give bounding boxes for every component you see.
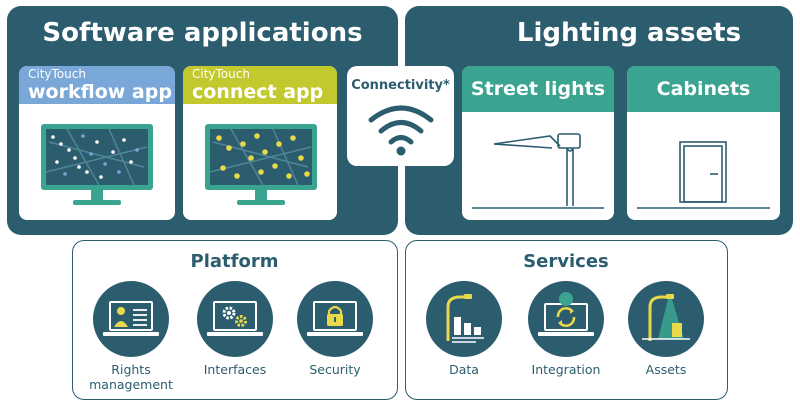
lighting-assets-panel: Lighting assets Street lights Cabinets: [405, 6, 793, 235]
cabinets-label: Cabinets: [627, 66, 780, 112]
software-applications-panel: Software applications CityTouch workflow…: [7, 6, 398, 235]
gears-laptop-icon: [197, 281, 273, 357]
integration-label: Integration: [531, 362, 601, 377]
security-label: Security: [309, 362, 361, 377]
connect-app-name: connect app: [192, 81, 324, 103]
platform-title: Platform: [190, 251, 279, 272]
cabinets-card[interactable]: Cabinets: [627, 66, 780, 220]
sync-laptop-icon: [528, 281, 604, 357]
cabinet-icon: [637, 141, 770, 209]
street-lights-card[interactable]: Street lights: [462, 66, 614, 220]
street-light-icon: [472, 133, 604, 209]
lighting-assets-title: Lighting assets: [516, 18, 742, 48]
assets-label: Assets: [645, 362, 687, 377]
connect-app-header: CityTouch connect app: [183, 66, 337, 104]
interfaces-label: Interfaces: [203, 362, 267, 377]
connect-app-card[interactable]: CityTouch connect app: [183, 66, 337, 220]
wifi-icon: [368, 105, 434, 156]
connectivity-box: Connectivity*: [347, 66, 454, 166]
workflow-app-name: workflow app: [28, 81, 172, 103]
data-label: Data: [449, 362, 479, 377]
workflow-app-card[interactable]: CityTouch workflow app: [19, 66, 175, 220]
connect-app-brand: CityTouch: [192, 67, 250, 81]
connectivity-label: Connectivity*: [351, 78, 450, 93]
platform-box: Platform Rights management Interfaces: [72, 240, 398, 400]
bar-chart-streetlight-icon: [426, 281, 502, 357]
services-box: Services Data Integration: [405, 240, 728, 400]
user-id-card-icon: [93, 281, 169, 357]
workflow-app-brand: CityTouch: [28, 67, 86, 81]
padlock-laptop-icon: [297, 281, 373, 357]
services-title: Services: [523, 251, 609, 272]
rights-management-label: Rights management: [89, 362, 173, 392]
workflow-app-header: CityTouch workflow app: [19, 66, 175, 104]
software-applications-title: Software applications: [42, 18, 363, 48]
street-lights-label: Street lights: [462, 66, 614, 112]
monitor-map-icon: [41, 124, 153, 205]
monitor-map-icon: [205, 124, 317, 205]
streetlight-asset-icon: [628, 281, 704, 357]
